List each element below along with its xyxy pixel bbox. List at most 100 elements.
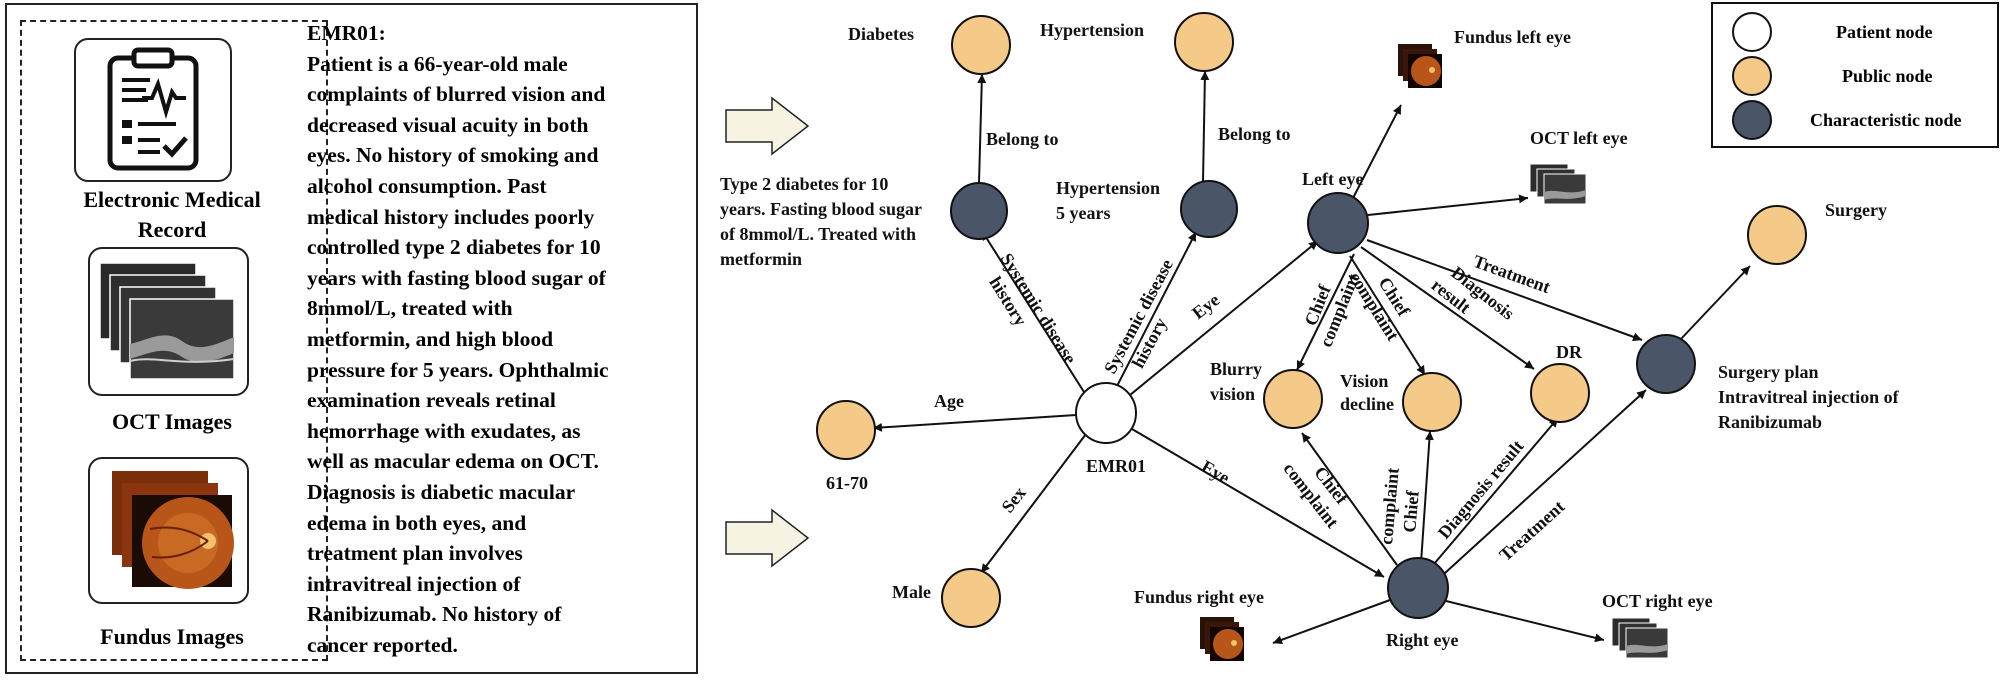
edge-label-treatment-bottom: Treatment: [1495, 496, 1568, 565]
public-node-age: [816, 400, 876, 460]
edge-right-eye-oct: [1445, 600, 1605, 643]
emr-line: controlled type 2 diabetes for 10: [307, 235, 601, 260]
label-blurry-vision-1: Blurry: [1210, 359, 1262, 379]
characteristic-node-diabetes-history: [950, 182, 1008, 240]
edge-right-eye-vision: [1420, 430, 1434, 564]
emr-line: complaints of blurred vision and: [307, 82, 606, 107]
label-left-eye: Left eye: [1302, 169, 1363, 189]
emr-line: cancer reported.: [307, 632, 458, 657]
emr-line: medical history includes poorly: [307, 204, 595, 229]
oct-caption: OCT Images: [112, 409, 232, 434]
edge-label-eye-left: Eye: [1188, 290, 1223, 324]
emr-record-text: EMR01: Patient is a 66-year-old male com…: [307, 18, 687, 660]
edge-left-eye-vision: [1349, 255, 1426, 376]
edge-right-eye-fundus: [1272, 599, 1391, 645]
label-fundus-left: Fundus left eye: [1454, 27, 1571, 47]
emr-panel: Electronic Medical Record OCT Images: [5, 3, 698, 674]
public-node-blurry-vision: [1263, 369, 1323, 429]
edge-label-age: Age: [934, 391, 964, 411]
emr-line: examination reveals retinal: [307, 388, 556, 413]
edge-label-chief-vision-bottom: Chief: [1399, 489, 1423, 534]
label-blurry-vision-2: vision: [1210, 384, 1255, 404]
public-node-dr: [1530, 363, 1590, 423]
emr-line: well as macular edema on OCT.: [307, 449, 599, 474]
label-diabetes-history-2: years. Fasting blood sugar: [720, 199, 922, 219]
input-arrow-bottom: [725, 508, 810, 568]
emr-caption-line2: Record: [137, 217, 207, 242]
input-arrow-top: [725, 96, 810, 156]
emr-line: edema in both eyes, and: [307, 510, 527, 535]
characteristic-node-hypertension-history: [1180, 180, 1238, 238]
characteristic-node-right-eye: [1387, 557, 1449, 619]
edge-emr-right-eye: [1131, 428, 1385, 578]
label-male: Male: [892, 582, 931, 602]
emr-line: treatment plan involves: [307, 541, 523, 566]
edge-left-eye-dr: [1360, 246, 1535, 370]
label-vision-decline-2: decline: [1340, 394, 1394, 414]
label-age-value: 61-70: [826, 473, 868, 493]
edge-left-eye-surgery-plan: [1366, 239, 1643, 342]
public-node-surgery: [1747, 205, 1807, 265]
fundus-images-icon: [88, 457, 249, 604]
characteristic-node-surgery-plan: [1636, 334, 1696, 394]
legend-characteristic-label: Characteristic node: [1810, 110, 1961, 130]
legend-patient-swatch: [1732, 12, 1772, 52]
oct-right-thumbnail: [1611, 617, 1669, 659]
fundus-caption: Fundus Images: [100, 624, 244, 649]
label-surgery-plan-2: Intravitreal injection of: [1718, 387, 1900, 407]
label-diabetes-history-3: of 8mmol/L. Treated with: [720, 224, 916, 244]
label-diabetes-history-1: Type 2 diabetes for 10: [720, 174, 888, 194]
oct-images-icon: [88, 247, 249, 396]
emr-line: pressure for 5 years. Ophthalmic: [307, 357, 609, 382]
emr-line: Patient is a 66-year-old male: [307, 51, 568, 76]
label-hypertension: Hypertension: [1040, 20, 1144, 40]
emr-line: metformin, and high blood: [307, 326, 554, 351]
characteristic-node-left-eye: [1307, 192, 1369, 254]
label-hypertension-history-1: Hypertension: [1056, 178, 1160, 198]
label-fundus-right: Fundus right eye: [1134, 587, 1264, 607]
emr-line: Ranibizumab. No history of: [307, 602, 562, 627]
legend-public-label: Public node: [1842, 66, 1933, 86]
label-dr: DR: [1556, 342, 1583, 362]
edge-emr-left-eye: [1129, 240, 1319, 396]
label-surgery-plan-1: Surgery plan: [1718, 362, 1819, 382]
fundus-right-thumbnail: [1200, 617, 1244, 661]
legend-public-swatch: [1732, 56, 1772, 96]
public-node-hypertension: [1174, 12, 1234, 72]
emr-caption-line1: Electronic Medical: [83, 187, 261, 212]
edge-left-eye-oct: [1367, 194, 1529, 216]
edge-label-belong-to-hypertension: Belong to: [1218, 124, 1291, 144]
label-diabetes-history-4: metformin: [720, 249, 802, 269]
data-sources-box: Electronic Medical Record OCT Images: [20, 20, 328, 661]
emr-line: hemorrhage with exudates, as: [307, 418, 581, 443]
edge-left-eye-fundus: [1351, 104, 1402, 201]
label-right-eye: Right eye: [1386, 630, 1458, 650]
edge-right-eye-dr: [1433, 417, 1559, 565]
emr-line: years with fasting blood sugar of: [307, 265, 606, 290]
edge-right-eye-blurry: [1301, 432, 1398, 566]
edge-emr-diabetes-history: [981, 230, 1085, 393]
edge-label-complaint-vision-bottom: complaint: [1376, 467, 1403, 545]
edge-emr-hypertension-history: [1115, 231, 1197, 389]
emr-line: decreased visual acuity in both: [307, 112, 589, 137]
label-vision-decline-1: Vision: [1340, 371, 1388, 391]
public-node-diabetes: [951, 15, 1011, 75]
legend-characteristic-swatch: [1732, 100, 1772, 140]
label-diabetes: Diabetes: [848, 24, 914, 44]
patient-node-emr01: [1075, 382, 1137, 444]
edge-label-diagnosis-result-bottom: Diagnosis result: [1434, 436, 1528, 542]
public-node-vision-decline: [1402, 372, 1462, 432]
edge-label-belong-to-diabetes: Belong to: [986, 129, 1059, 149]
emr-line: Diagnosis is diabetic macular: [307, 479, 576, 504]
edge-emr-sex: [980, 433, 1087, 574]
edge-label-sex: Sex: [997, 483, 1029, 517]
label-oct-left: OCT left eye: [1530, 128, 1628, 148]
edge-hypertension-history-hypertension: [1200, 70, 1210, 183]
edge-emr-age: [872, 414, 1077, 432]
edge-right-eye-surgery-plan: [1444, 389, 1647, 574]
label-hypertension-history-2: 5 years: [1056, 203, 1110, 223]
legend: Patient node Public node Characteristic …: [1711, 2, 1999, 148]
edge-diabetes-history-diabetes: [977, 73, 987, 184]
emr-line: 8mmol/L, treated with: [307, 296, 513, 321]
